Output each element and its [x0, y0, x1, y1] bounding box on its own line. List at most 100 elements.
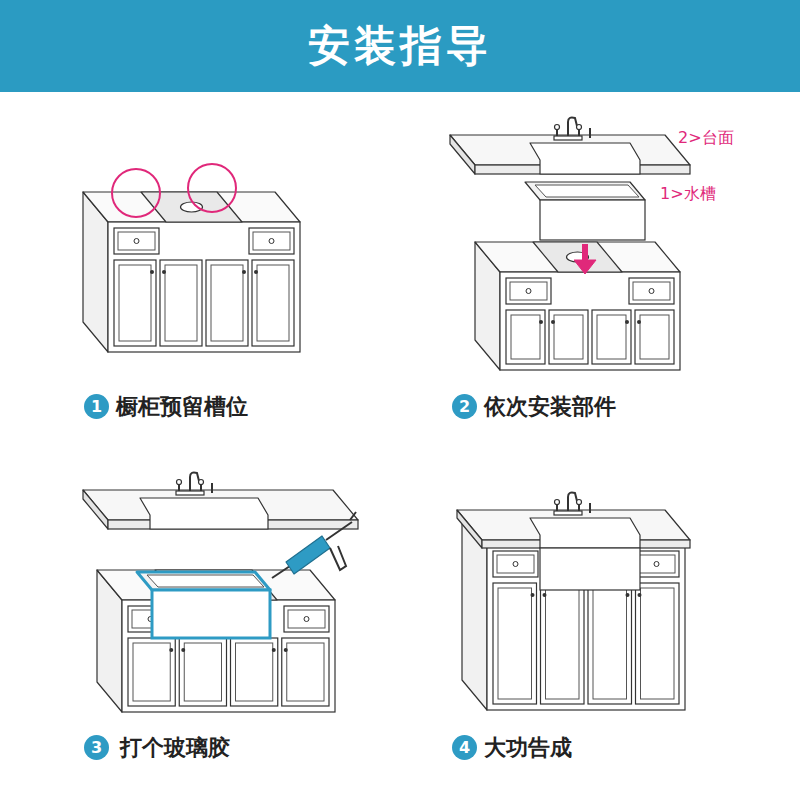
faucet-handle-top	[577, 125, 582, 130]
door-knob	[531, 593, 535, 597]
step-caption: 依次安装部件	[484, 392, 616, 422]
cabinet-door	[588, 583, 632, 704]
sink-cutout	[140, 498, 268, 529]
cabinet-door	[252, 260, 294, 346]
faucet-base	[176, 491, 204, 495]
door-knob	[551, 320, 555, 324]
cabinet-door	[549, 310, 588, 364]
step-number-circle: 2	[452, 394, 477, 419]
cabinet-front	[108, 222, 300, 352]
sprayer	[589, 503, 591, 513]
sink-front	[540, 200, 645, 240]
drawer-panel	[253, 232, 290, 250]
door-knob	[626, 593, 630, 597]
door-panel	[165, 265, 197, 341]
caulk-tube	[286, 536, 330, 574]
drawer-knob	[649, 289, 654, 294]
cabinet-door	[114, 260, 156, 346]
faucet-base	[554, 511, 582, 515]
sink-front	[152, 590, 270, 638]
door-knob	[169, 648, 173, 652]
cabinet-door	[493, 583, 537, 704]
step-number: 1	[91, 397, 102, 416]
step-number-circle: 3	[84, 735, 109, 760]
door-knob	[254, 270, 258, 274]
cabinet-door	[206, 260, 248, 346]
faucet-spout	[190, 473, 199, 492]
cabinet-door	[282, 638, 329, 706]
drawer-panel	[638, 555, 675, 573]
countertop-side	[83, 490, 108, 529]
cabinet-door	[506, 310, 545, 364]
title: 安装指导	[308, 18, 492, 74]
faucet-handle-top	[555, 500, 560, 505]
cabinet-door	[592, 310, 631, 364]
door-knob	[543, 593, 547, 597]
sink-rim	[137, 572, 270, 590]
drawer-panel	[288, 610, 325, 628]
door-knob	[539, 320, 543, 324]
door-knob	[242, 270, 246, 274]
drawer	[284, 606, 329, 632]
cabinet-door	[128, 638, 175, 706]
faucet-handle-top	[555, 125, 560, 130]
drain-hole	[181, 202, 203, 212]
drawer-knob	[269, 239, 274, 244]
door-panel	[640, 315, 669, 359]
sink-cutout	[530, 518, 640, 548]
door-knob	[272, 648, 276, 652]
door-panel	[546, 588, 580, 699]
countertop-side	[450, 135, 475, 174]
cabinet-door	[635, 310, 674, 364]
drawer-panel	[510, 282, 547, 300]
door-knob	[284, 648, 288, 652]
door-knob	[638, 593, 642, 597]
drawer-knob	[513, 562, 518, 567]
door-panel	[119, 265, 151, 341]
drawer-knob	[134, 239, 139, 244]
drawer-knob	[304, 617, 309, 622]
part-label: 1>水槽	[660, 184, 716, 205]
drawer-knob	[654, 562, 659, 567]
step-number: 2	[459, 397, 470, 416]
faucet-spout	[568, 118, 577, 137]
sink-basin	[147, 575, 264, 587]
step-number: 4	[459, 738, 470, 757]
sink-slot	[533, 242, 622, 272]
door-panel	[287, 643, 324, 701]
title-band	[0, 0, 800, 92]
cabinet-door	[636, 583, 680, 704]
arrow-head	[574, 260, 596, 274]
step-caption: 打个玻璃胶	[120, 733, 230, 763]
door-panel	[511, 315, 540, 359]
cabinet-door	[541, 583, 585, 704]
step-number: 3	[91, 738, 102, 757]
door-panel	[593, 588, 627, 699]
highlight-circle	[112, 169, 160, 217]
sink-rim	[525, 182, 645, 200]
highlight-circle	[188, 164, 236, 212]
cabinet-door	[231, 638, 278, 706]
door-knob	[181, 648, 185, 652]
part-label: 2>台面	[678, 128, 734, 149]
door-panel	[641, 588, 675, 699]
door-panel	[554, 315, 583, 359]
countertop-side	[457, 510, 482, 548]
drawer-knob	[526, 289, 531, 294]
step-caption: 大功告成	[484, 733, 572, 763]
cabinet-front	[487, 545, 685, 710]
caulk-gun-frame	[326, 512, 356, 570]
door-panel	[498, 588, 532, 699]
faucet-base	[554, 136, 582, 140]
step-number-circle: 4	[452, 735, 477, 760]
sprayer	[211, 483, 213, 493]
arrow-shaft	[582, 244, 588, 262]
drawer	[629, 278, 674, 304]
door-panel	[257, 265, 289, 341]
door-knob	[625, 320, 629, 324]
cabinet-door	[160, 260, 202, 346]
door-knob	[150, 270, 154, 274]
door-knob	[637, 320, 641, 324]
step-number-circle: 1	[84, 394, 109, 419]
